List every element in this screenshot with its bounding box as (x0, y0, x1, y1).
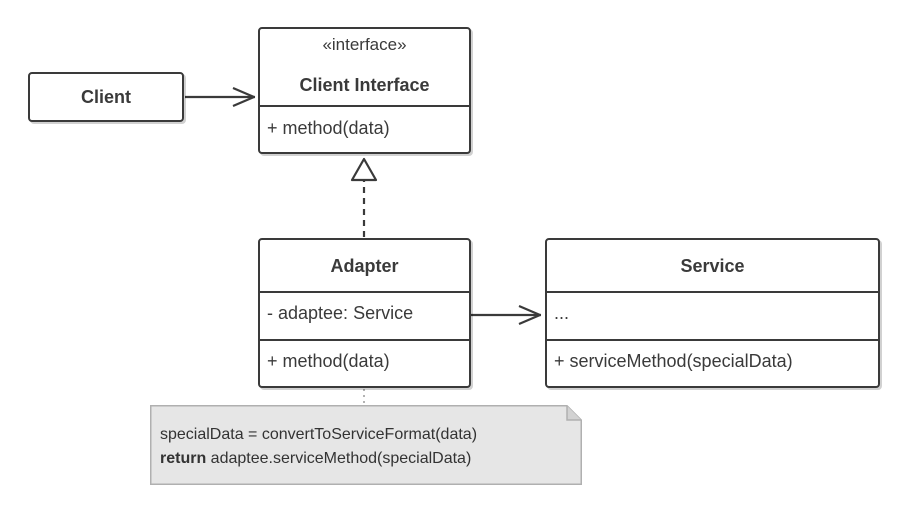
realization-arrow-adapter-to-interface (350, 157, 378, 237)
service-class-box: Service ... + serviceMethod(specialData) (545, 238, 880, 388)
note-return-keyword: return (160, 450, 207, 467)
client-interface-class-title: Client Interface (299, 75, 430, 95)
client-class-title: Client (80, 87, 131, 107)
association-arrow-client-to-interface (185, 86, 256, 108)
note-shape (150, 405, 582, 485)
adapter-field-adaptee: - adaptee: Service (267, 303, 414, 323)
code-note: specialData = convertToServiceFormat(dat… (150, 405, 582, 485)
adapter-divider-1 (260, 291, 469, 293)
adapter-class-box: Adapter - adaptee: Service + method(data… (258, 238, 471, 388)
interface-stereotype: «interface» (322, 35, 407, 54)
service-method: + serviceMethod(specialData) (554, 351, 793, 371)
client-interface-divider (260, 105, 469, 107)
service-divider-2 (547, 339, 878, 341)
note-line-2: return adaptee.serviceMethod(specialData… (160, 447, 477, 471)
adapter-method: + method(data) (267, 351, 390, 371)
client-interface-class-box: «interface» Client Interface + method(da… (258, 27, 471, 154)
adapter-class-title: Adapter (330, 256, 399, 276)
service-field-ellipsis: ... (554, 303, 570, 323)
service-class-title: Service (680, 256, 745, 276)
note-line-1: specialData = convertToServiceFormat(dat… (160, 426, 478, 443)
note-text: specialData = convertToServiceFormat(dat… (160, 423, 477, 471)
association-arrow-adapter-to-service (471, 304, 542, 326)
client-class-box: Client (28, 72, 184, 122)
adapter-divider-2 (260, 339, 469, 341)
service-divider-1 (547, 291, 878, 293)
client-interface-method: + method(data) (267, 118, 390, 138)
note-return-expression: adaptee.serviceMethod(specialData) (206, 450, 472, 467)
